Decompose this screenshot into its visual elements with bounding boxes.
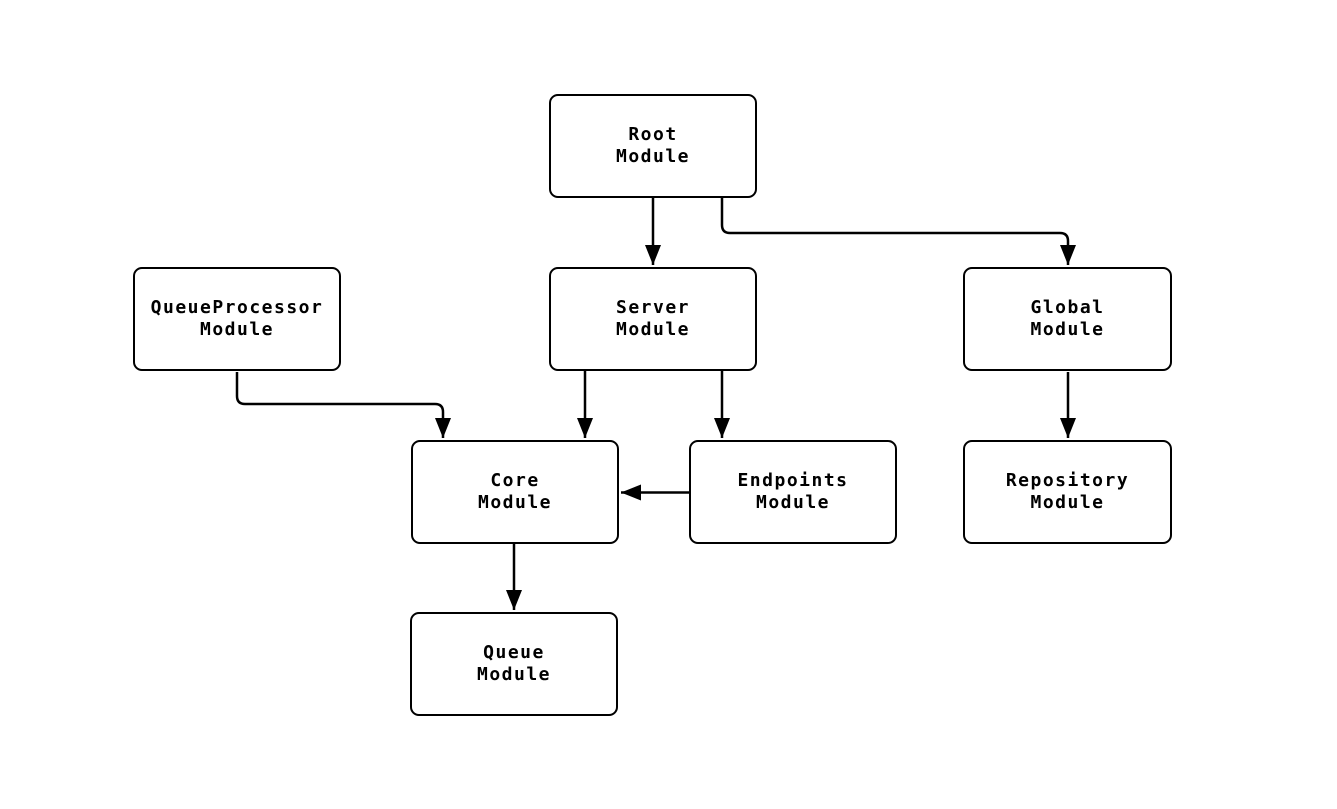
node-label: Core — [490, 470, 540, 491]
node-label: Module — [477, 492, 553, 513]
node-label: Module — [1030, 492, 1105, 513]
node-label: Module — [1030, 319, 1105, 340]
node-root-module: Root Module — [549, 94, 757, 198]
node-queueprocessor-module: QueueProcessor Module — [133, 267, 341, 371]
node-label: Repository — [1005, 470, 1130, 491]
edge-root-to-global — [720, 198, 1076, 265]
node-label: Module — [755, 492, 831, 513]
node-core-module: Core Module — [411, 440, 619, 544]
node-label: Module — [615, 146, 691, 167]
node-label: Module — [199, 319, 275, 340]
node-label: Endpoints — [737, 470, 849, 491]
node-global-module: Global Module — [963, 267, 1172, 371]
edge-queueprocessor-to-core — [235, 372, 451, 438]
node-label: Server — [615, 297, 691, 318]
node-queue-module: Queue Module — [410, 612, 618, 716]
node-repository-module: Repository Module — [963, 440, 1172, 544]
node-label: QueueProcessor — [150, 297, 324, 318]
node-label: Root — [628, 124, 678, 145]
node-label: Queue — [483, 642, 545, 663]
node-label: Global — [1030, 297, 1105, 318]
node-label: Module — [615, 319, 691, 340]
node-label: Module — [476, 664, 552, 685]
node-server-module: Server Module — [549, 267, 757, 371]
node-endpoints-module: Endpoints Module — [689, 440, 897, 544]
